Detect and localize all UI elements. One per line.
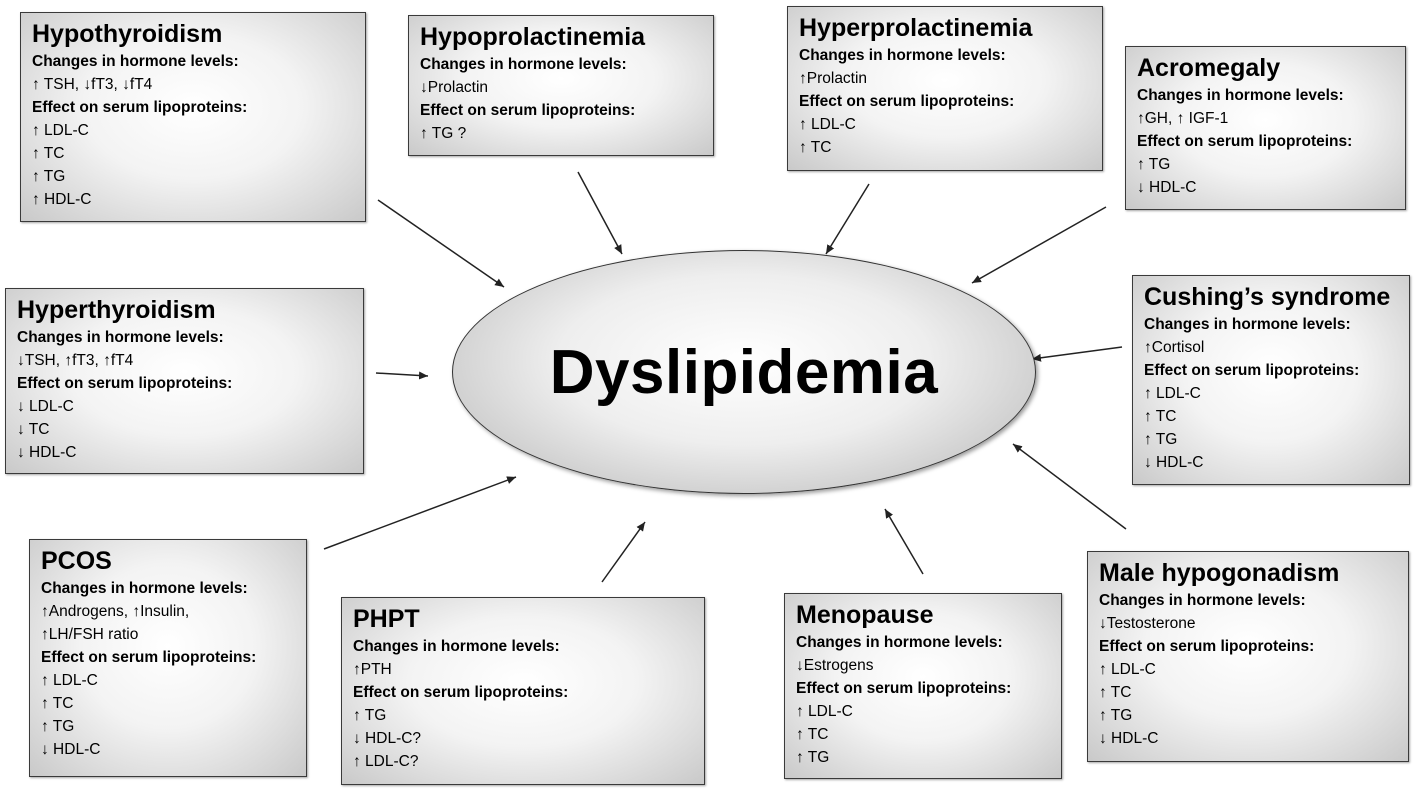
value-line: ↓ HDL-C [41,741,101,758]
arrow-acromegaly [971,206,1107,284]
value-line: ↓TSH, ↑fT3, ↑fT4 [17,352,134,369]
box-hyperthyroidism: Hyperthyroidism Changes in hormone level… [5,288,364,474]
value-line: ↓ HDL-C? [353,730,422,747]
arrow-hyperprolactinemia [825,183,870,255]
section-heading: Effect on serum lipoproteins: [32,99,248,116]
value-line: ↑ TC [32,145,65,162]
value-line: ↑ TG [353,707,387,724]
section-heading: Effect on serum lipoproteins: [420,102,636,119]
box-menopause: Menopause Changes in hormone levels: ↓Est… [784,593,1062,779]
box-title: PHPT [353,605,420,633]
box-title: Acromegaly [1137,54,1281,82]
section-heading: Effect on serum lipoproteins: [799,93,1015,110]
value-line: ↑ TG [32,168,66,185]
box-male-hypogonadism: Male hypogonadism Changes in hormone lev… [1087,551,1409,762]
value-line: ↑ LDL-C [32,122,89,139]
arrow-hypothyroidism [377,199,505,288]
value-line: ↑ TG ? [420,125,467,142]
section-heading: Changes in hormone levels: [796,634,1003,651]
box-phpt: PHPT Changes in hormone levels: ↑PTH Effec… [341,597,705,785]
section-heading: Effect on serum lipoproteins: [353,684,569,701]
value-line: ↑ LDL-C [1099,661,1156,678]
value-line: ↑ TC [1099,684,1132,701]
value-line: ↑ LDL-C [799,116,856,133]
section-heading: Changes in hormone levels: [353,638,560,655]
box-title: Male hypogonadism [1099,559,1340,587]
value-line: ↑ TG [796,749,830,766]
dyslipidemia-label: Dyslipidemia [549,337,939,407]
box-title: Menopause [796,601,934,629]
box-pcos: PCOS Changes in hormone levels: ↑Androgen… [29,539,307,777]
box-cushings-syndrome: Cushing’s syndrome Changes in hormone le… [1132,275,1410,485]
value-line: ↑LH/FSH ratio [41,626,139,643]
section-heading: Effect on serum lipoproteins: [1144,362,1360,379]
value-line: ↓ HDL-C [1137,179,1197,196]
section-heading: Changes in hormone levels: [41,580,248,597]
box-title: Cushing’s syndrome [1144,283,1391,311]
box-hypoprolactinemia: Hypoprolactinemia Changes in hormone lev… [408,15,714,156]
arrow-menopause [884,508,924,575]
value-line: ↑ TG [41,718,75,735]
value-line: ↑ LDL-C? [353,753,419,770]
value-line: ↑PTH [353,661,392,678]
section-heading: Effect on serum lipoproteins: [1099,638,1315,655]
box-acromegaly: Acromegaly Changes in hormone levels: ↑GH… [1125,46,1406,210]
value-line: ↑ TC [41,695,74,712]
value-line: ↓ TC [17,421,50,438]
section-heading: Changes in hormone levels: [1137,87,1344,104]
value-line: ↑ LDL-C [41,672,98,689]
value-line: ↓Prolactin [420,79,489,96]
arrow-hyperthyroidism [375,371,429,380]
value-line: ↑ TSH, ↓fT3, ↓fT4 [32,76,153,93]
value-line: ↑ TC [796,726,829,743]
value-line: ↑GH, ↑ IGF-1 [1137,110,1229,127]
value-line: ↑ TG [1144,431,1178,448]
value-line: ↓ HDL-C [1144,454,1204,471]
value-line: ↑ TC [1144,408,1177,425]
arrow-male-hypogonadism [1012,443,1127,530]
value-line: ↑Cortisol [1144,339,1205,356]
value-line: ↓ HDL-C [1099,730,1159,747]
arrow-pcos [323,476,517,550]
section-heading: Effect on serum lipoproteins: [1137,133,1353,150]
box-title: Hypoprolactinemia [420,23,646,51]
value-line: ↑Prolactin [799,70,868,87]
section-heading: Changes in hormone levels: [1099,592,1306,609]
section-heading: Changes in hormone levels: [1144,316,1351,333]
value-line: ↓ HDL-C [17,444,77,461]
arrow-cushings-syndrome [1031,346,1123,362]
section-heading: Changes in hormone levels: [17,329,224,346]
value-line: ↑ TG [1137,156,1171,173]
value-line: ↑ LDL-C [796,703,853,720]
box-hyperprolactinemia: Hyperprolactinemia Changes in hormone le… [787,6,1103,171]
dyslipidemia-node: Dyslipidemia [452,250,1036,494]
section-heading: Changes in hormone levels: [799,47,1006,64]
arrow-phpt [601,521,646,583]
value-line: ↑ TG [1099,707,1133,724]
value-line: ↓Testosterone [1099,615,1196,632]
value-line: ↑ TC [799,139,832,156]
box-hypothyroidism: Hypothyroidism Changes in hormone levels… [20,12,366,222]
box-title: Hyperthyroidism [17,296,216,324]
section-heading: Effect on serum lipoproteins: [796,680,1012,697]
value-line: ↓Estrogens [796,657,874,674]
section-heading: Effect on serum lipoproteins: [17,375,233,392]
section-heading: Changes in hormone levels: [32,53,239,70]
section-heading: Effect on serum lipoproteins: [41,649,257,666]
box-title: PCOS [41,547,112,575]
box-title: Hypothyroidism [32,20,223,48]
value-line: ↑Androgens, ↑Insulin, [41,603,190,620]
value-line: ↓ LDL-C [17,398,74,415]
value-line: ↑ LDL-C [1144,385,1201,402]
arrow-hypoprolactinemia [577,171,623,255]
section-heading: Changes in hormone levels: [420,56,627,73]
value-line: ↑ HDL-C [32,191,92,208]
box-title: Hyperprolactinemia [799,14,1033,42]
